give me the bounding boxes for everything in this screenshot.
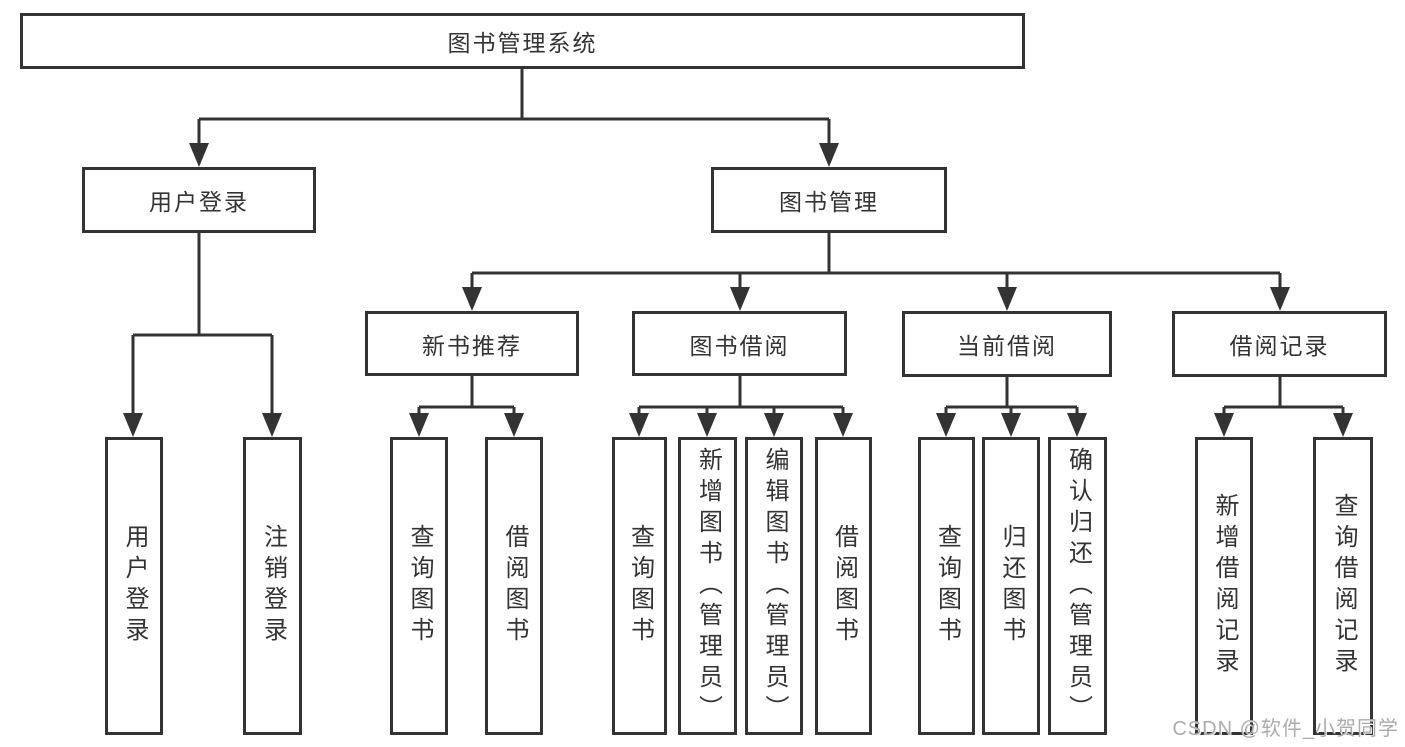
leaf-logout: 注销登录 [243,437,302,735]
leaf-borrow-book-label: 借阅图书 [830,524,858,648]
leaf-add-book-admin: 新增图书（管理员） [678,437,737,735]
node-library-management-system: 图书管理系统 [20,13,1025,69]
leaf-user-login: 用户登录 [105,437,163,735]
node-borrow-record: 借阅记录 [1172,311,1387,377]
node-book-borrow: 图书借阅 [632,311,847,376]
leaf-borrow-query-book-label: 查询图书 [626,524,654,648]
arrowheads [123,143,1353,437]
leaf-recommend-query-book-label: 查询图书 [406,524,433,648]
leaf-return-book: 归还图书 [982,437,1040,735]
leaf-add-borrow-record-label: 新增借阅记录 [1211,493,1238,679]
leaf-query-borrow-record-label: 查询借阅记录 [1330,493,1357,679]
leaf-borrow-query-book: 查询图书 [612,437,667,735]
leaf-current-query-book-label: 查询图书 [933,524,961,648]
node-user-login: 用户登录 [82,167,316,233]
leaf-add-borrow-record: 新增借阅记录 [1195,437,1253,735]
node-current-borrow: 当前借阅 [902,311,1112,377]
leaf-edit-book-admin: 编辑图书（管理员） [745,437,803,735]
leaf-current-query-book: 查询图书 [918,437,975,735]
leaf-return-book-label: 归还图书 [998,524,1025,648]
leaf-query-borrow-record: 查询借阅记录 [1313,437,1373,735]
leaf-recommend-borrow-book-label: 借阅图书 [501,524,528,648]
leaf-recommend-query-book: 查询图书 [390,437,448,735]
leaf-add-book-admin-label: 新增图书（管理员） [694,446,722,726]
leaf-borrow-book: 借阅图书 [815,437,872,735]
leaf-confirm-return-admin-label: 确认归还（管理员） [1064,446,1092,726]
node-new-book-recommend: 新书推荐 [365,311,579,376]
node-book-management: 图书管理 [711,167,947,233]
leaf-logout-label: 注销登录 [259,524,287,648]
leaf-user-login-label: 用户登录 [121,524,148,648]
leaf-edit-book-admin-label: 编辑图书（管理员） [761,446,788,726]
csdn-watermark: CSDN @软件_小贺同学 [1172,718,1399,740]
leaf-confirm-return-admin: 确认归还（管理员） [1048,437,1107,735]
leaf-recommend-borrow-book: 借阅图书 [485,437,543,735]
